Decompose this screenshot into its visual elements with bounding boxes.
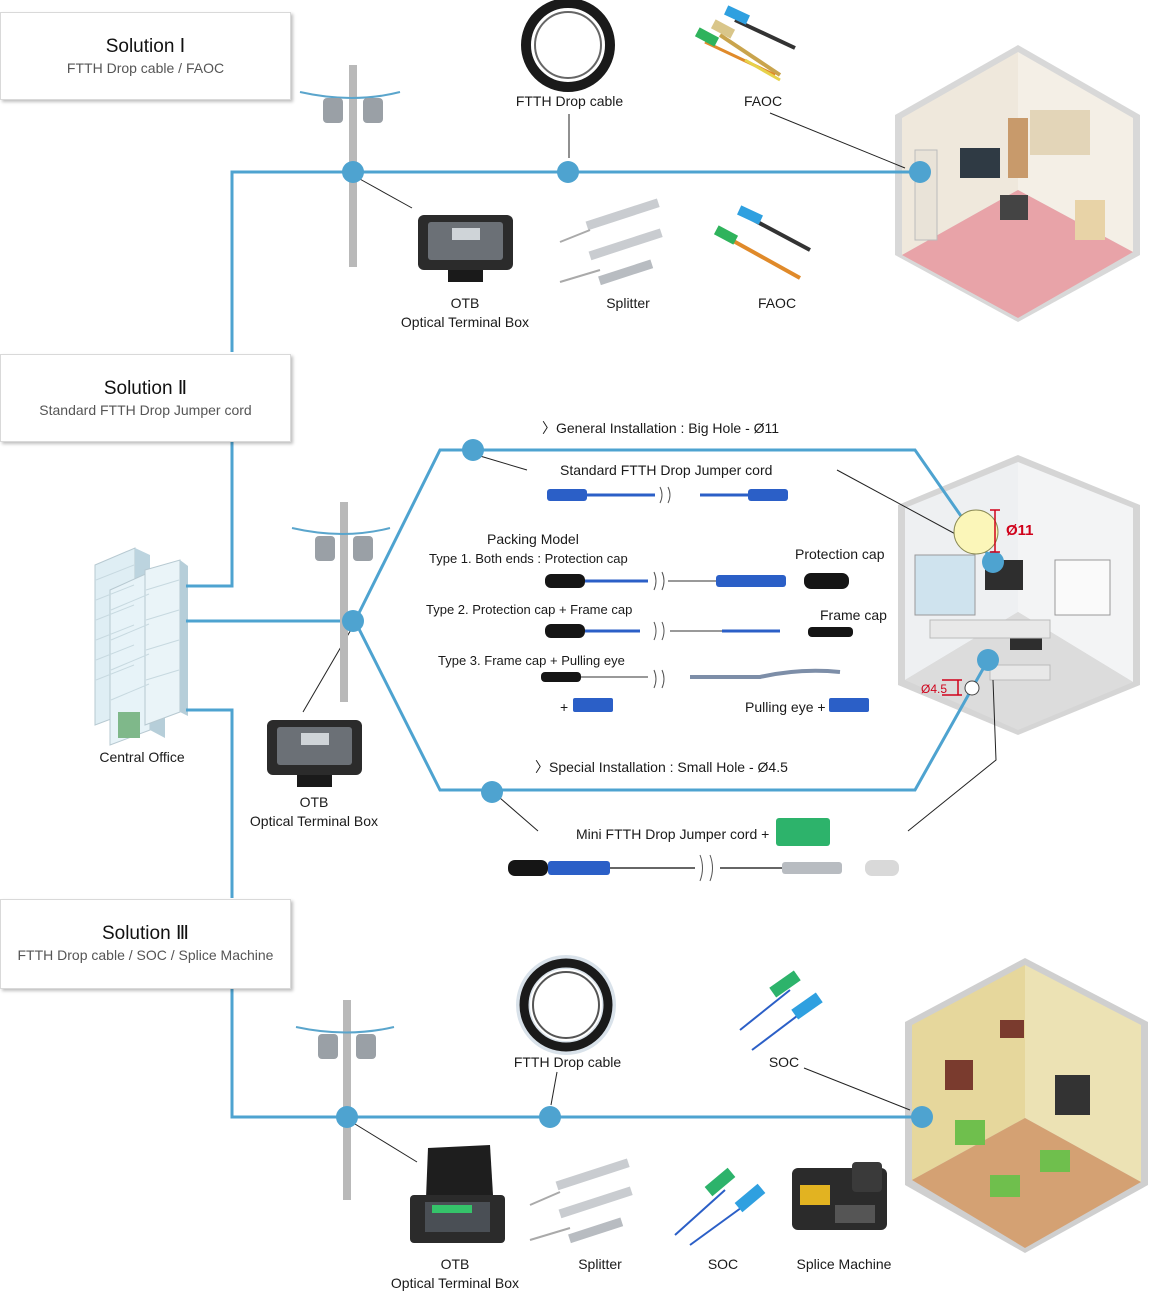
pulling-eye-label: Pulling eye + [745,699,826,715]
sol3-drop-cable-label: FTTH Drop cable [513,1054,622,1070]
utility-pole-3-icon [295,1000,395,1200]
splitter-3-icon [529,1158,633,1244]
otb-box-2-icon [267,720,362,787]
faoc-connectors-bottom-icon [713,205,811,280]
otb-box-1-icon [418,215,513,282]
central-office-building-icon [94,547,188,746]
soc-connectors-bottom-icon [674,1167,766,1246]
sol1-splitter-label: Splitter [606,295,650,311]
solution-2-subtitle: Standard FTTH Drop Jumper cord [39,402,252,418]
sol1-otb-label: OTB [450,295,480,311]
standard-jumper-cord-label: Standard FTTH Drop Jumper cord [560,462,773,478]
solution-1-subtitle: FTTH Drop cable / FAOC [66,60,225,76]
sol3-otb-sublabel: Optical Terminal Box [390,1275,520,1291]
mini-jumper-cord-label: Mini FTTH Drop Jumper cord + [576,826,770,842]
room-solution-1-icon [895,45,1140,322]
splice-machine-label: Splice Machine [796,1256,892,1272]
big-hole-label: Ø11 [1006,522,1034,539]
solution-3-title: Solution Ⅲ [101,923,190,944]
frame-cap-label: Frame cap [820,607,887,623]
central-office-label: Central Office [99,749,185,765]
cable-nodes [336,161,1004,1128]
soc-connectors-top-icon [739,970,823,1051]
packing-type3-label: Type 3. Frame cap + Pulling eye [438,653,625,668]
special-installation-label: 〉Special Installation : Small Hole - Ø4.… [535,759,788,775]
otb-box-open-icon [410,1145,505,1243]
sol1-otb-sublabel: Optical Terminal Box [400,314,530,330]
splitter-1-icon [559,198,663,286]
packing-model-label: Packing Model [487,531,579,547]
solution-1-title: Solution Ⅰ [105,36,186,57]
sol3-soc-top-label: SOC [768,1054,800,1070]
sol3-soc-bottom-label: SOC [707,1256,739,1272]
solution-3-box: Solution Ⅲ FTTH Drop cable / SOC / Splic… [0,899,291,989]
room-solution-3-icon [905,958,1148,1253]
type2-cord-icon [545,621,853,641]
packing-type1-label: Type 1. Both ends : Protection cap [429,551,628,566]
packing-type2-label: Type 2. Protection cap + Frame cap [426,602,633,617]
utility-pole-2-icon [291,502,391,702]
general-installation-label: 〉General Installation : Big Hole - Ø11 [542,420,780,436]
big-hole-marker [953,509,1000,555]
sol1-drop-cable-label: FTTH Drop cable [515,93,624,109]
solution-2-title: Solution Ⅱ [103,378,188,399]
solution-3-subtitle: FTTH Drop cable / SOC / Splice Machine [17,947,274,963]
sol1-faoc-bottom-label: FAOC [757,295,797,311]
standard-jumper-cord-icon [547,486,788,504]
cable-routing [186,170,995,1119]
splice-machine-icon [792,1162,887,1230]
solution-2-box: Solution Ⅱ Standard FTTH Drop Jumper cor… [0,354,291,442]
protection-cap-label: Protection cap [795,546,885,562]
drop-cable-coil-top-icon [521,0,615,92]
sol1-faoc-top-label: FAOC [743,93,783,109]
solution-1-box: Solution Ⅰ FTTH Drop cable / FAOC [0,12,291,100]
sol2-otb-sublabel: Optical Terminal Box [249,813,379,829]
faoc-connectors-top-icon [694,5,796,82]
sol3-splitter-label: Splitter [578,1256,622,1272]
small-hole-label: Ø4.5 [921,682,948,696]
sol3-otb-label: OTB [440,1256,470,1272]
type3-cord-icon [541,668,869,712]
leader-lines [302,112,997,1163]
type1-cord-icon [545,571,849,591]
room-solution-2-icon [898,455,1140,735]
drop-cable-coil-bottom-icon [516,955,616,1055]
small-hole-marker [942,679,980,696]
mini-jumper-cord-icon [508,818,899,882]
sol2-otb-label: OTB [299,794,329,810]
plus-label: + [560,699,569,715]
